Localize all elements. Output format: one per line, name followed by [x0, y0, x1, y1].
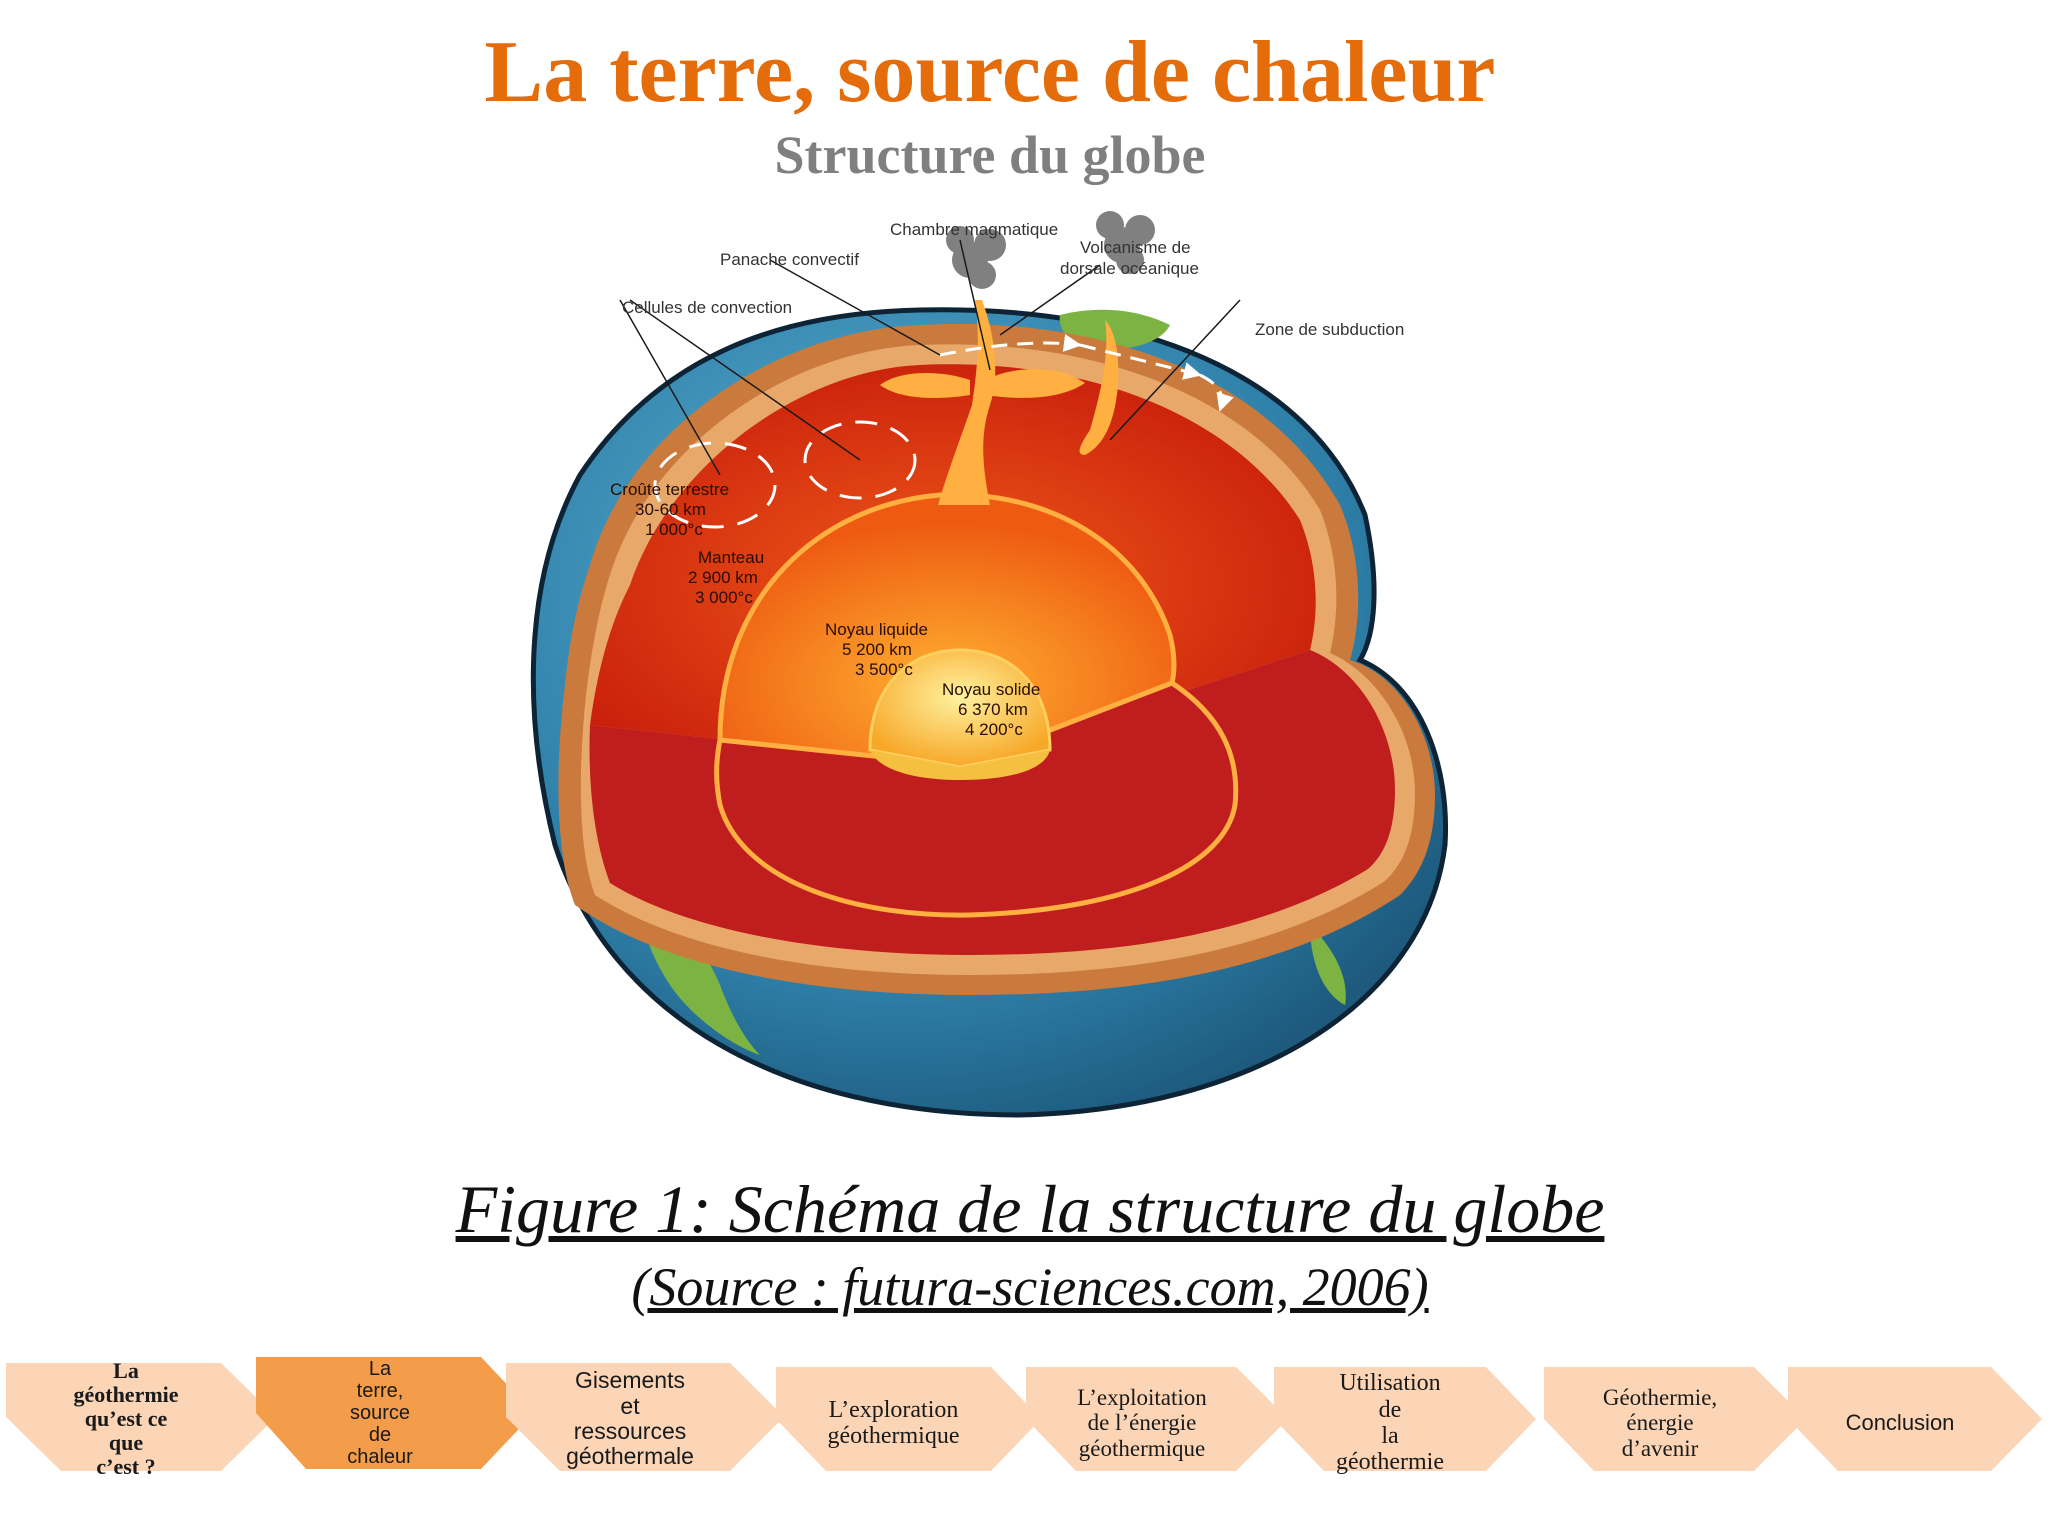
label-croute-line1: Croûte terrestre: [610, 480, 729, 499]
label-manteau-line2: 2 900 km: [688, 568, 758, 587]
label-panache-convectif: Panache convectif: [720, 250, 859, 269]
label-noyau-solide-line3: 4 200°c: [965, 720, 1023, 739]
globe-structure-diagram: Chambre magmatique Panache convectif Vol…: [530, 211, 1449, 1118]
nav-chevron-shape: [1026, 1367, 1288, 1471]
label-cellules-convection: Cellules de convection: [622, 298, 792, 317]
nav-chevron-shape: [506, 1363, 784, 1471]
label-manteau-line1: Manteau: [698, 548, 764, 567]
nav-item-line: énergie: [1626, 1410, 1694, 1436]
label-croute-line2: 30-60 km: [635, 500, 706, 519]
slide-title: La terre, source de chaleur: [484, 24, 1496, 121]
label-noyau-solide-line2: 6 370 km: [958, 700, 1028, 719]
figure-source: (Source : futura-sciences.com, 2006): [631, 1257, 1429, 1317]
nav-item-line: géothermique: [827, 1423, 960, 1449]
nav-item-line: la géothermie: [1336, 1423, 1444, 1476]
convective-plume: [938, 300, 996, 505]
nav-item-line: qu’est ce que: [84, 1405, 168, 1456]
globe-inner-core: [868, 648, 1052, 769]
label-noyau-liquide-line3: 3 500°c: [855, 660, 913, 679]
label-noyau-solide-line1: Noyau solide: [942, 680, 1040, 699]
chevron-shapes: [6, 1357, 2042, 1471]
nav-chevron-shape-active: [256, 1357, 534, 1469]
nav-item-line: L’exploitation: [1077, 1385, 1207, 1411]
label-pointer-lines: [619, 239, 1241, 476]
nav-chevron-shape: [1788, 1367, 2042, 1471]
nav-item-line: de chaleur: [347, 1424, 413, 1468]
nav-item-line: c’est ?: [96, 1454, 156, 1480]
label-manteau-line3: 3 000°c: [695, 588, 753, 607]
label-noyau-liquide-line2: 5 200 km: [842, 640, 912, 659]
nav-chevron-shape: [776, 1367, 1041, 1471]
nav-item-conclusion[interactable]: Conclusion: [1788, 1367, 2042, 1479]
slide-subtitle: Structure du globe: [774, 125, 1206, 185]
label-volcanisme-line2: dorsale océanique: [1060, 259, 1199, 278]
figure-caption: Figure 1: Schéma de la structure du glob…: [455, 1171, 1605, 1247]
nav-item-line: La terre, source: [349, 1358, 411, 1424]
label-chambre-magmatique: Chambre magmatique: [890, 220, 1058, 239]
label-croute-line3: 1 000°c: [645, 520, 703, 539]
globe-land-mass: [1310, 925, 1346, 1005]
label-volcanisme-line1: Volcanisme de: [1080, 238, 1191, 257]
nav-item-line: L’exploration: [828, 1396, 959, 1423]
convection-cell: [653, 420, 917, 529]
globe-outer-core: [714, 492, 1239, 918]
nav-chevron-shape: [1544, 1367, 1806, 1471]
nav-item-line: géothermale: [566, 1443, 694, 1470]
nav-chevron-shape: [1274, 1367, 1536, 1471]
nav-item-line: Utilisation de: [1339, 1370, 1441, 1423]
nav-item-line: Conclusion: [1845, 1409, 1955, 1435]
nav-item-line: d’avenir: [1621, 1435, 1699, 1461]
nav-item-line: de l’énergie: [1087, 1410, 1197, 1436]
nav-item-line: ressources: [573, 1418, 687, 1444]
label-zone-subduction: Zone de subduction: [1255, 320, 1404, 339]
nav-item-line: Gisements et: [575, 1367, 685, 1419]
nav-item-line: La géothermie: [73, 1357, 179, 1407]
nav-item-line: géothermique: [1078, 1435, 1206, 1461]
nav-chevron-shape: [6, 1363, 276, 1471]
label-noyau-liquide-line1: Noyau liquide: [825, 620, 928, 639]
nav-item-line: Géothermie,: [1602, 1385, 1718, 1411]
